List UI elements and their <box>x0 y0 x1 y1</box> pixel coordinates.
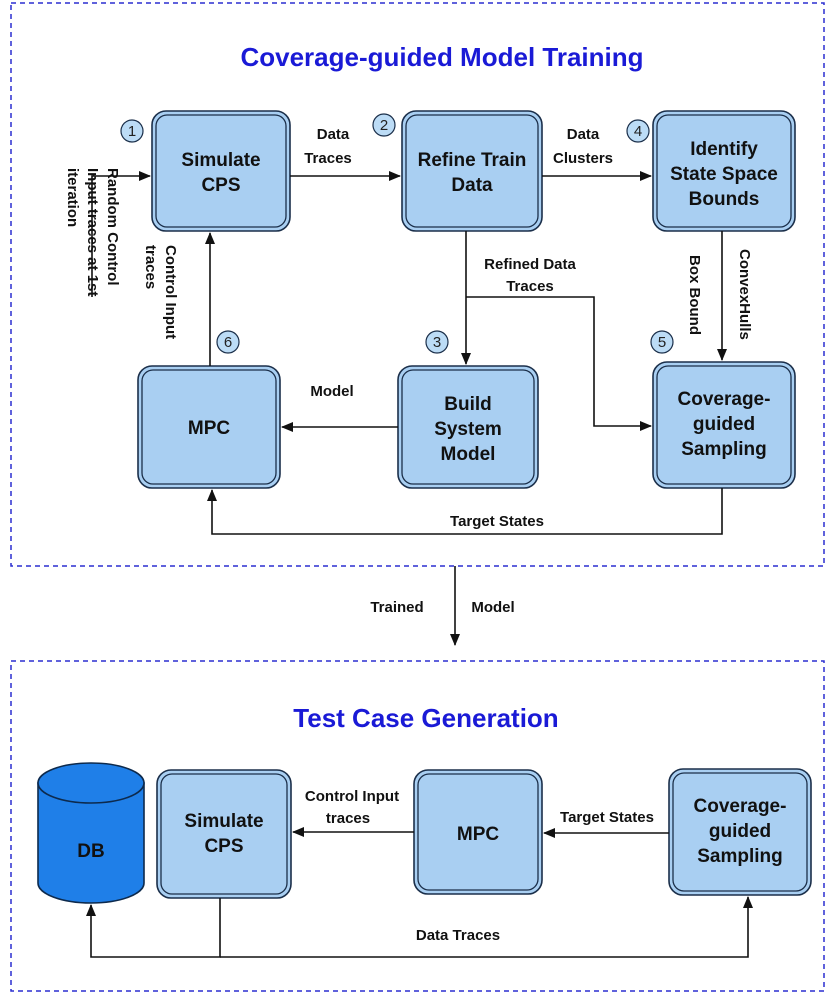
mpc-node: MPC <box>137 365 281 489</box>
simulate-cps-label-1: Simulate <box>181 150 260 171</box>
gen-control-input-label-1: Control Input <box>305 788 399 805</box>
data-clusters-label-2: Clusters <box>553 150 613 167</box>
step-6-badge: 6 <box>216 330 240 354</box>
gen-mpc-node: MPC <box>413 769 543 895</box>
step-4-badge: 4 <box>626 119 650 143</box>
build-label-1: Build <box>444 394 492 415</box>
gen-coverage-sampling-node: Coverage- guided Sampling <box>668 768 812 896</box>
convex-hulls-label: ConvexHulls <box>736 249 753 340</box>
svg-text:iteration: iteration <box>64 168 81 227</box>
data-traces-label-2: Traces <box>304 150 352 167</box>
identify-label-1: Identify <box>690 139 758 160</box>
mpc-label: MPC <box>188 418 231 439</box>
svg-text:Random Control: Random Control <box>104 168 121 286</box>
control-input-label: Control Input traces <box>142 245 179 339</box>
refine-train-data-node: Refine Train Data <box>401 110 543 232</box>
model-transfer-label: Model <box>471 599 514 616</box>
simulate-cps-label-2: CPS <box>201 175 240 196</box>
random-input-label: Random Control Input traces at 1st itera… <box>64 168 121 296</box>
refine-label-1: Refine Train <box>418 150 527 171</box>
gen-target-states-label: Target States <box>560 809 654 826</box>
target-states-label: Target States <box>450 513 544 530</box>
coverage-sampling-node: Coverage- guided Sampling <box>652 361 796 489</box>
db-label: DB <box>77 841 104 862</box>
simulate-cps-node: Simulate CPS <box>151 110 291 232</box>
gen-simulate-label-1: Simulate <box>184 811 263 832</box>
refined-traces-arrow <box>466 296 652 431</box>
identify-label-2: State Space <box>670 164 778 185</box>
gen-mpc-label: MPC <box>457 824 500 845</box>
random-input-arrow <box>91 171 151 297</box>
refine-label-2: Data <box>451 175 493 196</box>
to-coverage-arrow <box>220 896 753 958</box>
step-3-badge: 3 <box>425 330 449 354</box>
gen-control-input-label-2: traces <box>326 810 370 827</box>
gen-coverage-label-2: guided <box>709 821 771 842</box>
svg-text:6: 6 <box>224 334 232 351</box>
coverage-label-3: Sampling <box>681 439 767 460</box>
gen-coverage-label-1: Coverage- <box>694 796 787 817</box>
build-system-model-node: Build System Model <box>397 365 539 489</box>
data-traces-label-1: Data <box>317 126 350 143</box>
svg-text:4: 4 <box>634 123 642 140</box>
step-2-badge: 2 <box>372 113 396 137</box>
gen-data-traces-label: Data Traces <box>416 927 500 944</box>
model-label: Model <box>310 383 353 400</box>
db-cylinder: DB <box>37 762 145 904</box>
generation-title: Test Case Generation <box>293 703 558 733</box>
gen-simulate-cps-node: Simulate CPS <box>156 769 292 899</box>
build-label-3: Model <box>441 444 496 465</box>
coverage-label-2: guided <box>693 414 755 435</box>
refined-traces-label-1: Refined Data <box>484 256 576 273</box>
svg-text:Control Input: Control Input <box>162 245 179 339</box>
to-db-arrow <box>86 898 221 958</box>
svg-text:1: 1 <box>128 123 136 140</box>
refined-traces-label-2: Traces <box>506 278 554 295</box>
gen-coverage-label-3: Sampling <box>697 846 783 867</box>
trained-label: Trained <box>370 599 423 616</box>
build-label-2: System <box>434 419 502 440</box>
svg-text:traces: traces <box>142 245 159 289</box>
training-frame <box>10 2 825 567</box>
svg-text:3: 3 <box>433 334 441 351</box>
data-clusters-label-1: Data <box>567 126 600 143</box>
svg-text:5: 5 <box>658 334 666 351</box>
step-1-badge: 1 <box>120 119 144 143</box>
box-bound-label: Box Bound <box>686 255 703 335</box>
training-title: Coverage-guided Model Training <box>240 42 643 72</box>
gen-simulate-label-2: CPS <box>204 836 243 857</box>
svg-text:2: 2 <box>380 117 388 134</box>
target-states-arrow <box>207 488 723 535</box>
generation-frame <box>10 660 825 992</box>
identify-label-3: Bounds <box>689 189 760 210</box>
step-5-badge: 5 <box>650 330 674 354</box>
svg-text:Input traces at 1st: Input traces at 1st <box>84 168 101 296</box>
coverage-label-1: Coverage- <box>678 389 771 410</box>
identify-bounds-node: Identify State Space Bounds <box>652 110 796 232</box>
